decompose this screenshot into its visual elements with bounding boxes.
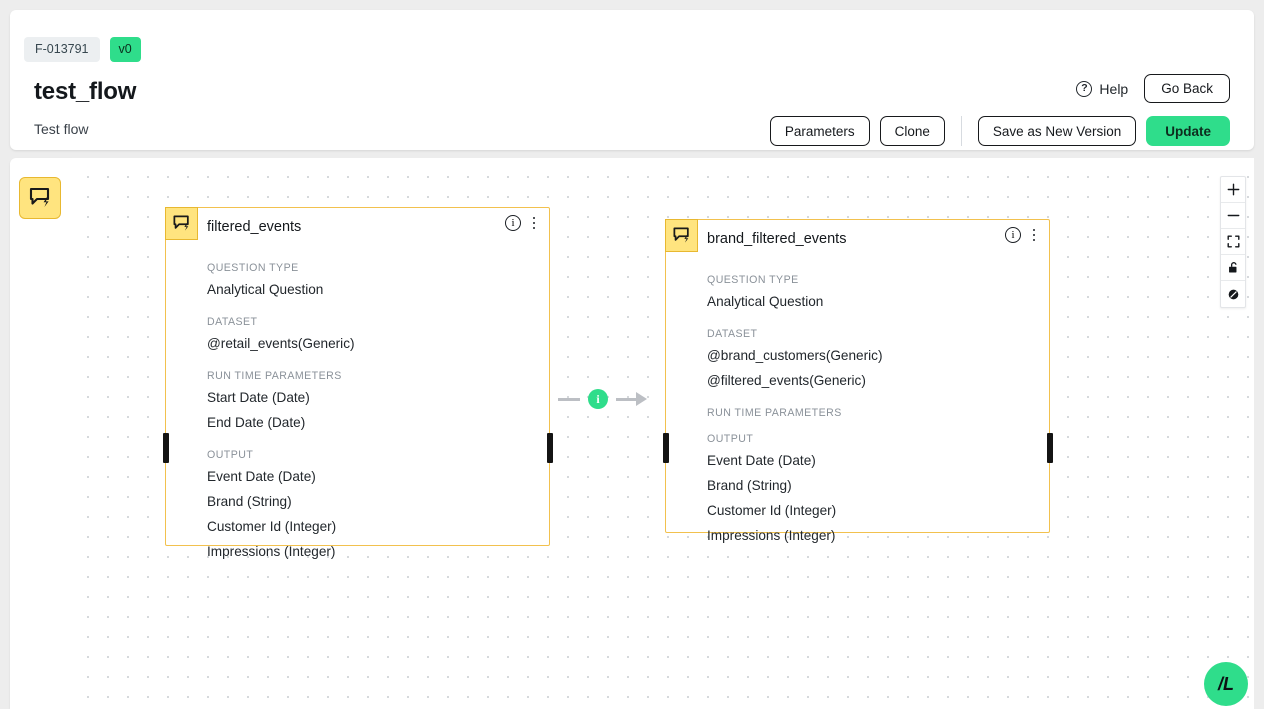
action-divider <box>960 116 962 146</box>
page-title: test_flow <box>34 78 137 105</box>
field-value-param-0: Start Date (Date) <box>207 390 310 405</box>
page-header: F-013791 v0 test_flow Test flow ? Help G… <box>10 10 1254 150</box>
node-output-port[interactable] <box>1046 433 1053 463</box>
reset-circle-icon <box>1228 289 1238 299</box>
help-icon: ? <box>1076 80 1093 97</box>
field-label-question-type: QUESTION TYPE <box>207 262 299 274</box>
field-label-output: OUTPUT <box>707 433 754 445</box>
header-action-row: Parameters Clone Save as New Version Upd… <box>769 116 1230 146</box>
field-value-output-3: Impressions (Integer) <box>207 544 336 559</box>
help-label: Help <box>1099 80 1129 97</box>
node-header: brand_filtered_events i <box>664 218 1049 258</box>
field-label-dataset: DATASET <box>207 316 258 328</box>
field-label-run-time-parameters: RUN TIME PARAMETERS <box>207 370 342 382</box>
field-label-dataset: DATASET <box>707 328 758 340</box>
edge-info-badge[interactable]: i <box>588 389 608 409</box>
more-options-icon[interactable] <box>1027 226 1041 244</box>
info-icon[interactable]: i <box>505 215 521 231</box>
flow-version-badge: v0 <box>109 37 141 62</box>
field-value-output-1: Brand (String) <box>207 494 292 509</box>
zoom-out-control[interactable] <box>1221 203 1245 229</box>
field-value-param-1: End Date (Date) <box>207 415 306 430</box>
field-value-output-0: Event Date (Date) <box>207 469 316 484</box>
zoom-in-control[interactable] <box>1221 177 1245 203</box>
node-output-port[interactable] <box>546 433 553 463</box>
edge-arrowhead-icon <box>636 392 647 406</box>
palette-question-node-button[interactable] <box>19 177 61 219</box>
flow-id-badge: F-013791 <box>24 37 100 62</box>
flow-description: Test flow <box>34 121 89 137</box>
question-node-icon <box>664 218 698 252</box>
flow-meta-chips: F-013791 v0 <box>24 37 141 62</box>
node-input-port[interactable] <box>162 433 169 463</box>
question-node-icon <box>29 187 50 207</box>
save-as-new-version-button[interactable]: Save as New Version <box>977 116 1137 146</box>
go-back-button[interactable]: Go Back <box>1144 74 1230 103</box>
field-value-question-type: Analytical Question <box>707 294 824 309</box>
lock-open-icon <box>1228 262 1237 273</box>
flow-node-brand-filtered-events[interactable]: brand_filtered_events i QUESTION TYPE An… <box>662 218 1053 543</box>
reset-control[interactable] <box>1221 281 1245 307</box>
flow-canvas[interactable]: filtered_events i QUESTION TYPE Analytic… <box>72 158 1254 709</box>
node-toolbar: i <box>1005 226 1041 244</box>
node-title: filtered_events <box>207 219 302 235</box>
field-value-output-0: Event Date (Date) <box>707 453 816 468</box>
field-value-output-2: Customer Id (Integer) <box>207 519 337 534</box>
flow-edge-filtered-to-brand[interactable]: i <box>558 389 650 409</box>
app-watermark-badge[interactable]: /L <box>1204 662 1248 706</box>
node-title: brand_filtered_events <box>707 231 847 247</box>
field-label-output: OUTPUT <box>207 449 254 461</box>
flow-node-filtered-events[interactable]: filtered_events i QUESTION TYPE Analytic… <box>162 206 553 559</box>
field-value-dataset-0: @retail_events(Generic) <box>207 336 355 351</box>
field-value-output-1: Brand (String) <box>707 478 792 493</box>
field-value-dataset-1: @filtered_events(Generic) <box>707 373 866 388</box>
node-header: filtered_events i <box>164 206 549 246</box>
field-label-run-time-parameters: RUN TIME PARAMETERS <box>707 407 842 419</box>
question-node-icon <box>164 206 198 240</box>
clone-button[interactable]: Clone <box>879 116 945 146</box>
node-input-port[interactable] <box>662 433 669 463</box>
header-utility-row: ? Help Go Back <box>1076 74 1230 103</box>
field-value-question-type: Analytical Question <box>207 282 324 297</box>
field-value-output-2: Customer Id (Integer) <box>707 503 837 518</box>
minus-icon <box>1227 214 1239 217</box>
node-toolbar: i <box>505 214 541 232</box>
plus-icon <box>1227 183 1239 196</box>
more-options-icon[interactable] <box>527 214 541 232</box>
field-value-output-3: Impressions (Integer) <box>707 528 836 543</box>
parameters-button[interactable]: Parameters <box>769 116 870 146</box>
node-body: QUESTION TYPE Analytical Question DATASE… <box>666 258 1049 560</box>
lock-control[interactable] <box>1221 255 1245 281</box>
update-button[interactable]: Update <box>1146 116 1230 146</box>
help-button[interactable]: ? Help <box>1076 80 1129 97</box>
fit-view-control[interactable] <box>1221 229 1245 255</box>
node-body: QUESTION TYPE Analytical Question DATASE… <box>166 246 549 576</box>
canvas-controls <box>1220 176 1246 308</box>
fit-view-icon <box>1227 235 1239 248</box>
field-label-question-type: QUESTION TYPE <box>707 274 799 286</box>
edge-line-right <box>616 397 637 401</box>
info-icon[interactable]: i <box>1005 227 1021 243</box>
field-value-dataset-0: @brand_customers(Generic) <box>707 348 883 363</box>
edge-line-left <box>558 397 580 401</box>
node-palette-panel <box>10 158 72 709</box>
